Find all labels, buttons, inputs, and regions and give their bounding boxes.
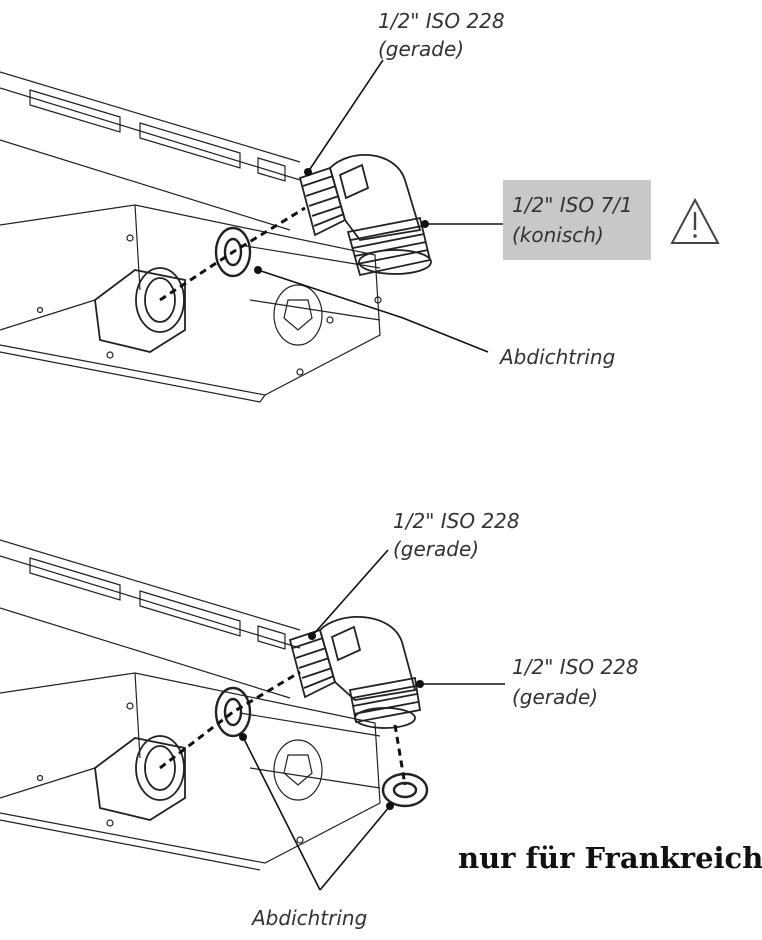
bottom-right-port bbox=[273, 739, 323, 801]
bottom-straight-upper-label-line1: 1/2" ISO 228 bbox=[393, 509, 520, 533]
top-seal-label: Abdichtring bbox=[498, 345, 615, 369]
bottom-vertical-axis bbox=[393, 724, 407, 786]
top-body bbox=[0, 204, 382, 403]
top-conical-label-line1: 1/2" ISO 7/1 bbox=[512, 193, 633, 217]
top-straight-label-line2: (gerade) bbox=[378, 37, 464, 61]
bottom-rail bbox=[0, 539, 301, 699]
top-conical-fitting bbox=[346, 216, 432, 277]
top-rail bbox=[0, 71, 301, 231]
bottom-straight-fitting-lower bbox=[348, 676, 422, 729]
france-only-note: nur für Frankreich bbox=[458, 841, 762, 875]
bottom-body bbox=[0, 672, 381, 871]
bottom-seal-ring-right bbox=[381, 772, 429, 808]
top-leaders bbox=[254, 59, 503, 353]
top-assembly: 1/2" ISO 228 (gerade) 1/2" ISO 7/1 (koni… bbox=[0, 9, 720, 403]
conical-highlight-box bbox=[503, 180, 651, 260]
bottom-elbow bbox=[318, 616, 417, 701]
bottom-assembly-axis bbox=[159, 670, 301, 770]
bottom-straight-lower-label-line1: 1/2" ISO 228 bbox=[512, 655, 639, 679]
top-seal-ring bbox=[214, 226, 252, 278]
top-straight-fitting bbox=[298, 166, 347, 237]
top-right-port bbox=[273, 284, 323, 346]
bottom-straight-fitting-upper bbox=[288, 628, 337, 699]
bottom-seal-label: Abdichtring bbox=[250, 906, 367, 930]
bottom-leaders bbox=[239, 549, 505, 891]
top-elbow bbox=[328, 154, 422, 241]
warning-triangle-icon bbox=[670, 197, 720, 244]
top-straight-label-line1: 1/2" ISO 228 bbox=[378, 9, 505, 33]
top-hex-nut bbox=[94, 267, 186, 353]
bottom-assembly: 1/2" ISO 228 (gerade) 1/2" ISO 228 (gera… bbox=[0, 509, 762, 930]
bottom-straight-upper-label-line2: (gerade) bbox=[393, 537, 479, 561]
bottom-seal-ring-left bbox=[214, 686, 252, 738]
bottom-straight-lower-label-line2: (gerade) bbox=[512, 685, 598, 709]
top-assembly-axis bbox=[159, 206, 306, 302]
bottom-hex-nut bbox=[94, 735, 186, 821]
top-conical-label-line2: (konisch) bbox=[512, 223, 604, 247]
